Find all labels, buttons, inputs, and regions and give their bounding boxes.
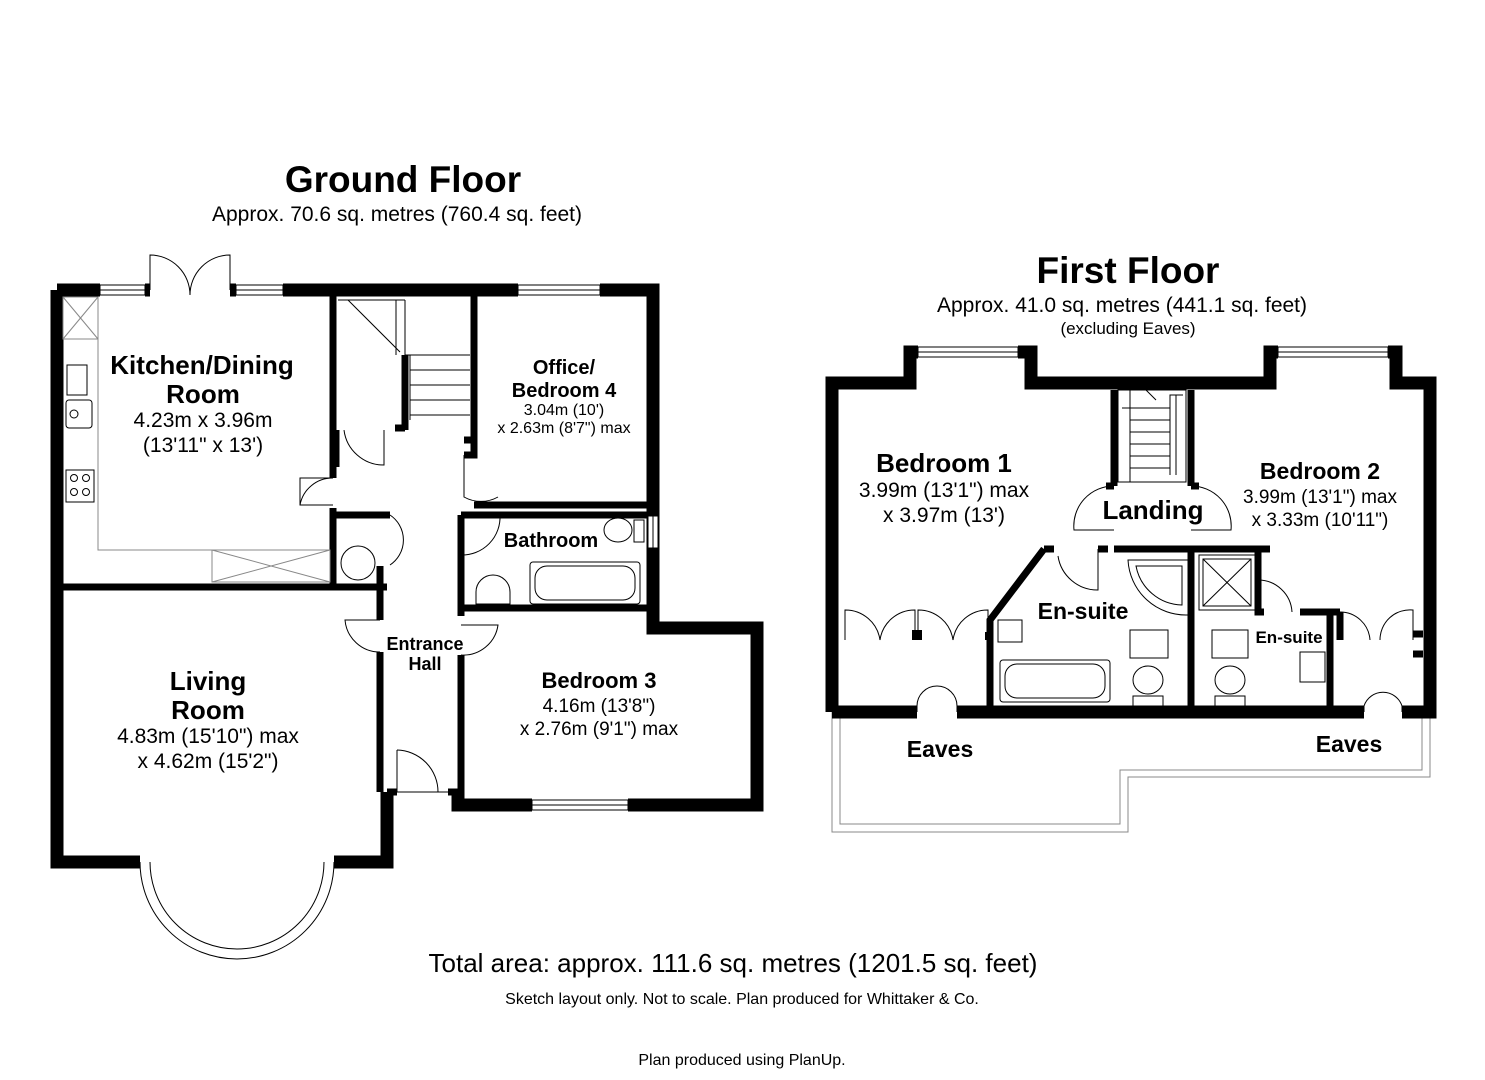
ground-floor-windows: [99, 284, 659, 811]
office-dim-line1: 3.04m (10'): [524, 402, 604, 419]
ensuite2-fittings: [1198, 554, 1326, 707]
landing-name: Landing: [1102, 495, 1203, 525]
bedroom2-dim-line1: 3.99m (13'1") max: [1243, 487, 1397, 508]
bedroom1-dim-line1: 3.99m (13'1") max: [859, 479, 1030, 502]
office-dim-line2: x 2.63m (8'7") max: [497, 420, 630, 437]
ground-floor-area: Approx. 70.6 sq. metres (760.4 sq. feet): [212, 203, 582, 226]
living-room-bay-window: [139, 861, 335, 960]
office-name-line2: Bedroom 4: [512, 380, 617, 402]
kitchen-dim-line2: (13'11" x 13'): [143, 434, 263, 457]
entrance-hall-name-line1: Entrance: [386, 634, 463, 654]
first-floor-outer-walls: [825, 345, 1437, 719]
first-floor-doors: [916, 485, 1414, 712]
bathroom-name: Bathroom: [504, 530, 598, 552]
planup-credit: Plan produced using PlanUp.: [638, 1052, 845, 1069]
first-floor-plan: First Floor Approx. 41.0 sq. metres (441…: [825, 250, 1437, 833]
living-room-name-line2: Room: [171, 695, 245, 725]
ensuite2-name: En-suite: [1255, 628, 1322, 647]
kitchen-name-line1: Kitchen/Dining: [110, 350, 293, 380]
bedroom1-wardrobe: [844, 609, 992, 641]
bedroom2-name: Bedroom 2: [1260, 458, 1380, 484]
kitchen-name-line2: Room: [166, 379, 240, 409]
first-floor-note: (excluding Eaves): [1060, 319, 1195, 338]
bedroom2-dim-line2: x 3.33m (10'11"): [1252, 510, 1389, 531]
disclaimer: Sketch layout only. Not to scale. Plan p…: [505, 991, 979, 1008]
total-area: Total area: approx. 111.6 sq. metres (12…: [429, 948, 1038, 978]
ensuite1-fittings: [997, 559, 1189, 707]
footer: Total area: approx. 111.6 sq. metres (12…: [429, 948, 1038, 1069]
living-room-name-line1: Living: [170, 666, 247, 696]
living-room-dim-line2: x 4.62m (15'2"): [137, 750, 278, 773]
ground-floor-doors: [299, 429, 501, 793]
bedroom1-dim-line2: x 3.97m (13'): [883, 504, 1005, 527]
eaves-right-label: Eaves: [1316, 731, 1383, 757]
eaves-left-label: Eaves: [907, 736, 974, 762]
ground-floor-outer-walls: [50, 283, 764, 869]
living-room-dim-line1: 4.83m (15'10") max: [117, 725, 299, 748]
ground-floor-stairs: [338, 299, 470, 420]
first-floor-stairs: [1117, 389, 1187, 483]
first-floor-title: First Floor: [1037, 250, 1220, 291]
ground-floor-plan: Ground Floor Approx. 70.6 sq. metres (76…: [50, 159, 764, 960]
office-name-line1: Office/: [533, 357, 596, 379]
bedroom3-name: Bedroom 3: [542, 668, 657, 693]
entrance-hall-name-line2: Hall: [408, 654, 441, 674]
ground-floor-internal-walls: [57, 290, 653, 792]
bathroom-fittings: [475, 517, 645, 605]
first-floor-area: Approx. 41.0 sq. metres (441.1 sq. feet): [937, 294, 1307, 317]
first-floor-windows: [917, 346, 1389, 358]
ensuite1-name: En-suite: [1038, 598, 1129, 624]
kitchen-fittings: [62, 296, 376, 583]
kitchen-dim-line1: 4.23m x 3.96m: [134, 409, 273, 432]
kitchen-french-doors: [149, 254, 231, 296]
bedroom3-dim-line2: x 2.76m (9'1") max: [520, 719, 679, 740]
eaves-outline: [831, 712, 1431, 833]
bedroom1-name: Bedroom 1: [876, 448, 1012, 478]
bedroom3-dim-line1: 4.16m (13'8"): [543, 696, 656, 717]
ground-floor-title: Ground Floor: [285, 159, 521, 200]
